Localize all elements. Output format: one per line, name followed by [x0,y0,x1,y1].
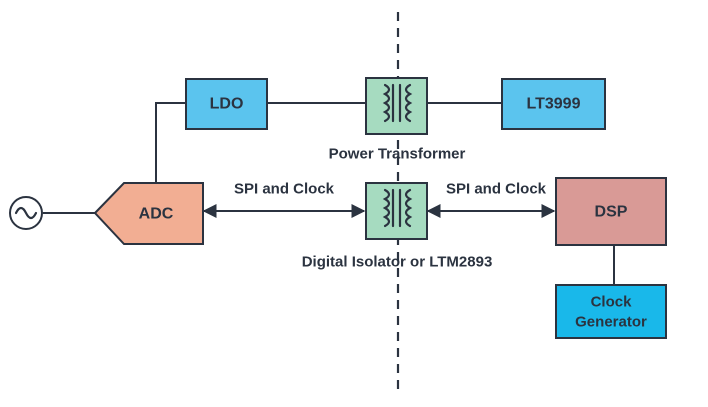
adc-label: ADC [139,206,174,223]
clock-label-line1: Clock [591,294,633,311]
spi-clock-label-right: SPI and Clock [446,181,547,198]
clock-label-line2: Generator [575,314,647,331]
digital-isolator-icon [365,182,428,240]
digital-isolator-label: Digital Isolator or LTM2893 [302,254,493,271]
lt3999-block: LT3999 [501,78,606,130]
lt3999-label: LT3999 [527,96,581,113]
sine-source-icon [9,196,43,230]
power-transformer-icon [365,77,428,135]
dsp-block: DSP [555,177,667,246]
adc-to-ldo-wire [155,102,186,183]
spi-clock-label-left: SPI and Clock [234,181,335,198]
adc-block: ADC [93,182,204,245]
power-transformer-label: Power Transformer [329,146,466,163]
clock-generator-block: Clock Generator [555,284,667,339]
dsp-label: DSP [595,204,628,221]
ldo-label: LDO [210,96,244,113]
ldo-block: LDO [185,78,268,130]
